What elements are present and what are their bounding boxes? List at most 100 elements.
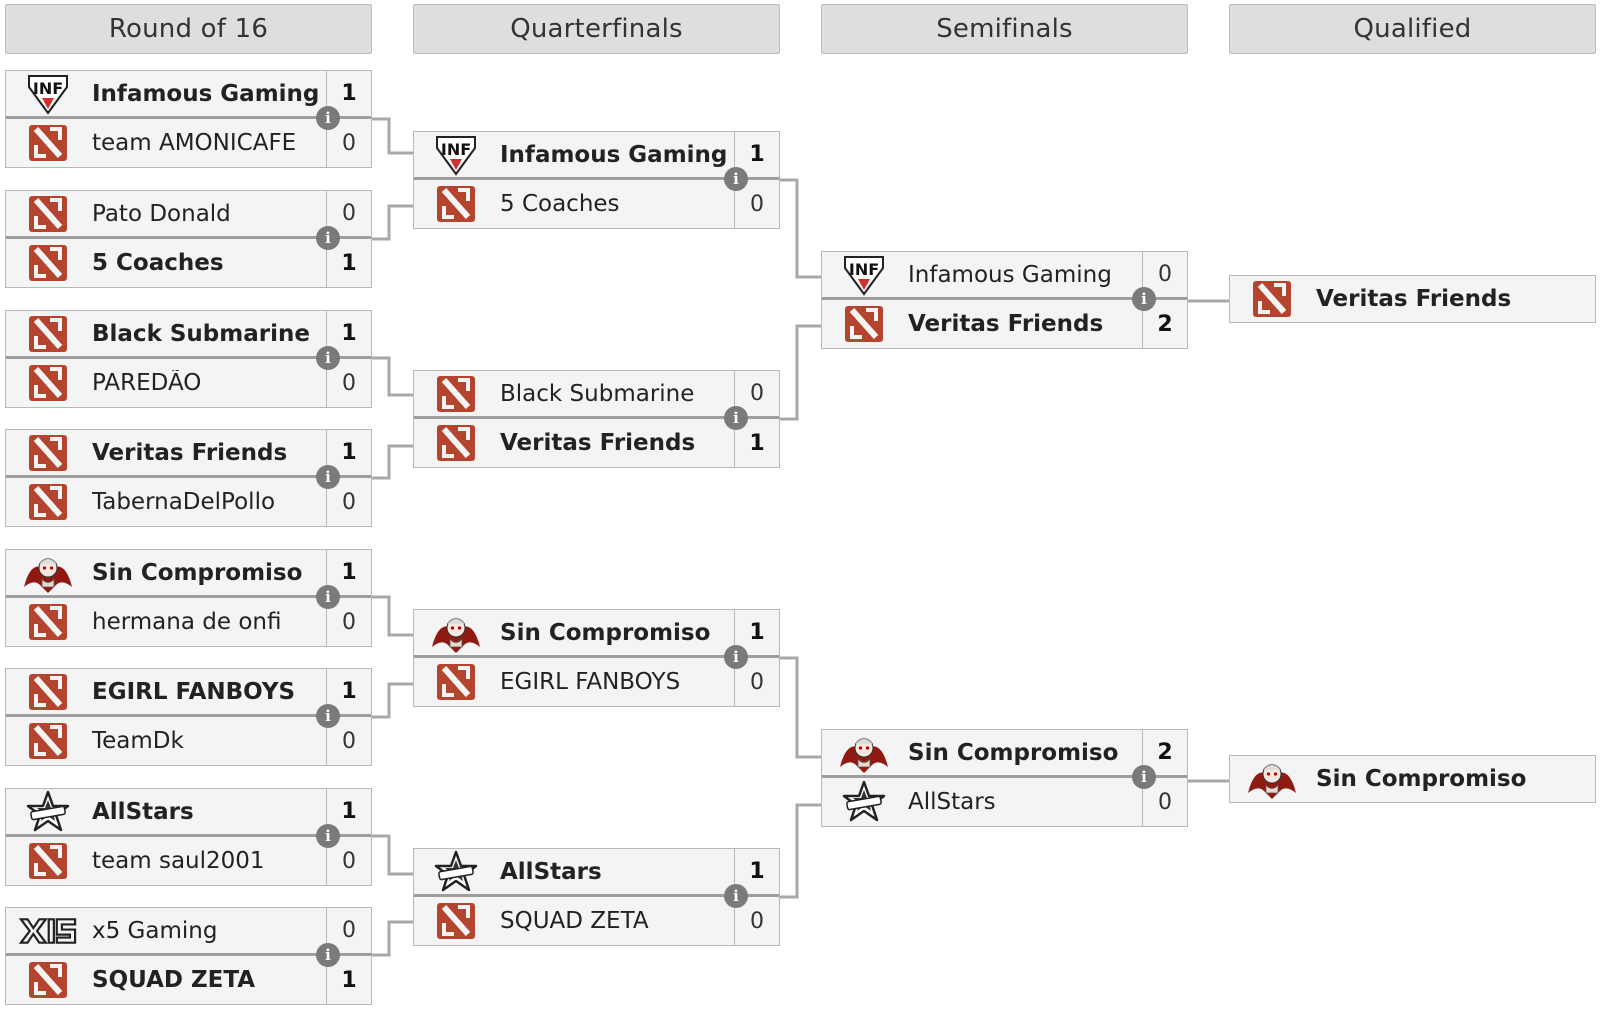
- team-name[interactable]: team saul2001: [92, 848, 265, 874]
- team-score: 1: [734, 132, 779, 177]
- team-name[interactable]: x5 Gaming: [92, 917, 218, 944]
- team-name[interactable]: Pato Donald: [92, 200, 231, 227]
- team-name[interactable]: PAREDÃO: [92, 370, 202, 396]
- team-name[interactable]: Veritas Friends: [500, 430, 696, 456]
- match-info-icon[interactable]: i: [724, 884, 748, 908]
- dota2-logo-icon: [426, 421, 486, 465]
- header-semifinals: Semifinals: [821, 4, 1188, 54]
- team-name[interactable]: EGIRL FANBOYS: [500, 669, 681, 695]
- team-row-allstars[interactable]: AllStars 1: [6, 789, 371, 837]
- team-score: 0: [326, 478, 371, 526]
- match-info-icon[interactable]: i: [316, 106, 340, 130]
- match-info-icon[interactable]: i: [316, 585, 340, 609]
- team-row-black-submarine[interactable]: Black Submarine 0: [414, 371, 779, 419]
- team-score: 1: [326, 956, 371, 1004]
- team-name[interactable]: AllStars: [92, 798, 194, 825]
- dota2-logo-icon: [18, 312, 78, 356]
- team-row-tabernadelpollo[interactable]: TabernaDelPollo 0: [6, 478, 371, 526]
- match-info-icon[interactable]: i: [1132, 287, 1156, 311]
- team-row-sin-compromiso[interactable]: Sin Compromiso 2: [822, 730, 1187, 778]
- team-score: 2: [1142, 730, 1187, 775]
- match-info-icon[interactable]: i: [316, 465, 340, 489]
- team-row-egirl-fanboys[interactable]: EGIRL FANBOYS 0: [414, 658, 779, 706]
- dota2-logo-icon: [1242, 277, 1302, 321]
- match-info-icon[interactable]: i: [1132, 765, 1156, 789]
- team-score: 0: [1142, 778, 1187, 826]
- match-info-icon[interactable]: i: [316, 704, 340, 728]
- team-name[interactable]: SQUAD ZETA: [500, 908, 649, 934]
- team-name[interactable]: Sin Compromiso: [500, 619, 711, 646]
- team-score: 0: [326, 908, 371, 953]
- team-score: 0: [734, 658, 779, 706]
- match-info-icon[interactable]: i: [316, 943, 340, 967]
- team-name[interactable]: 5 Coaches: [500, 191, 620, 217]
- dota2-logo-icon: [18, 121, 78, 165]
- team-name[interactable]: AllStars: [908, 789, 996, 815]
- team-name[interactable]: Infamous Gaming: [500, 141, 728, 168]
- team-name[interactable]: Veritas Friends: [92, 439, 288, 466]
- team-row-allstars[interactable]: AllStars 0: [822, 778, 1187, 826]
- team-score: 1: [326, 789, 371, 834]
- qualified-team-sin-compromiso[interactable]: Sin Compromiso: [1229, 755, 1596, 803]
- team-name[interactable]: Veritas Friends: [908, 311, 1104, 337]
- team-name[interactable]: Infamous Gaming: [92, 80, 320, 107]
- match-info-icon[interactable]: i: [724, 645, 748, 669]
- team-name[interactable]: Infamous Gaming: [908, 261, 1112, 288]
- team-name[interactable]: Black Submarine: [92, 320, 310, 347]
- infamous-logo-icon: INF: [18, 72, 78, 116]
- team-name[interactable]: EGIRL FANBOYS: [92, 678, 296, 705]
- team-name[interactable]: team AMONICAFE: [92, 130, 297, 156]
- team-score: 1: [326, 71, 371, 116]
- match-info-icon[interactable]: i: [724, 167, 748, 191]
- dota2-logo-icon: [18, 600, 78, 644]
- team-name[interactable]: SQUAD ZETA: [92, 967, 256, 993]
- team-row-squad-zeta[interactable]: SQUAD ZETA 1: [6, 956, 371, 1004]
- infamous-logo-icon: INF: [834, 253, 894, 297]
- match-info-icon[interactable]: i: [316, 226, 340, 250]
- qualified-team-veritas-friends[interactable]: Veritas Friends: [1229, 275, 1596, 323]
- svg-text:INF: INF: [441, 140, 471, 159]
- match-info-icon[interactable]: i: [316, 824, 340, 848]
- team-name[interactable]: hermana de onfi: [92, 609, 282, 635]
- team-name[interactable]: Black Submarine: [500, 380, 695, 407]
- dota2-logo-icon: [426, 182, 486, 226]
- team-row-x5-gaming[interactable]: x5 Gaming 0: [6, 908, 371, 956]
- team-name[interactable]: AllStars: [500, 858, 602, 885]
- match-info-icon[interactable]: i: [316, 346, 340, 370]
- match-info-icon[interactable]: i: [724, 406, 748, 430]
- qualified-team-name[interactable]: Sin Compromiso: [1316, 766, 1527, 792]
- team-name[interactable]: TeamDk: [92, 728, 184, 754]
- team-name[interactable]: Sin Compromiso: [908, 739, 1119, 766]
- team-name[interactable]: Sin Compromiso: [92, 559, 303, 586]
- team-score: 0: [326, 359, 371, 407]
- team-name[interactable]: 5 Coaches: [92, 250, 224, 276]
- infamous-logo-icon: INF: [426, 133, 486, 177]
- team-name[interactable]: TabernaDelPollo: [92, 489, 276, 515]
- team-row-paredao[interactable]: PAREDÃO 0: [6, 359, 371, 407]
- team-score: 0: [734, 371, 779, 416]
- qualified-team-name[interactable]: Veritas Friends: [1316, 286, 1512, 312]
